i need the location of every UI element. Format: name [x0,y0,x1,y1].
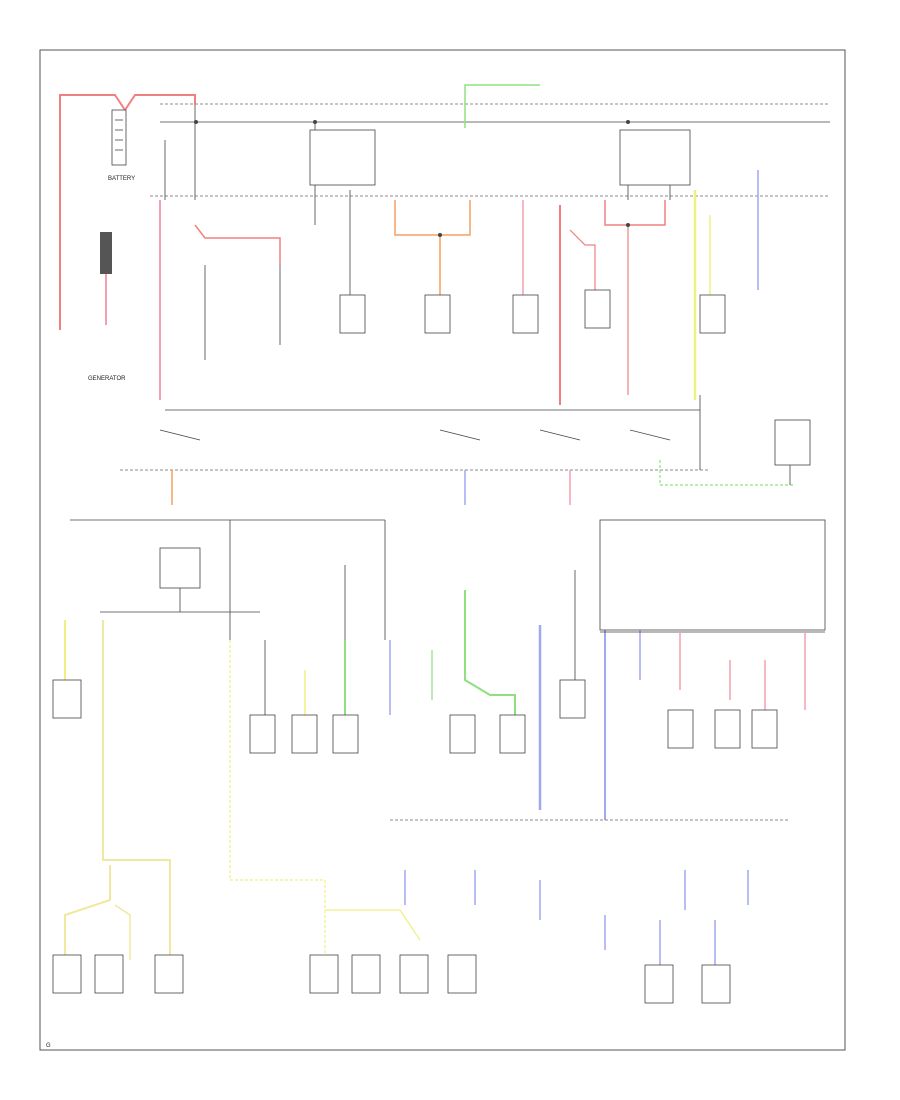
top-bus-lines [150,103,830,197]
battery-symbol [111,109,127,166]
lower-components [52,679,778,1004]
fusible-link-symbol [100,232,112,274]
middle-switch-row [120,395,811,505]
lower-circuit-wires [64,519,826,965]
battery-label: BATTERY [108,176,135,182]
upper-components [194,120,726,334]
generator-label: GENERATOR [88,376,126,382]
page-corner-label: G [46,1043,51,1049]
diagram-frame [39,49,846,1051]
battery-red-wire [59,94,196,330]
battery-section: BATTERY GENERATOR [59,94,196,382]
upper-circuit-wires [159,84,759,405]
